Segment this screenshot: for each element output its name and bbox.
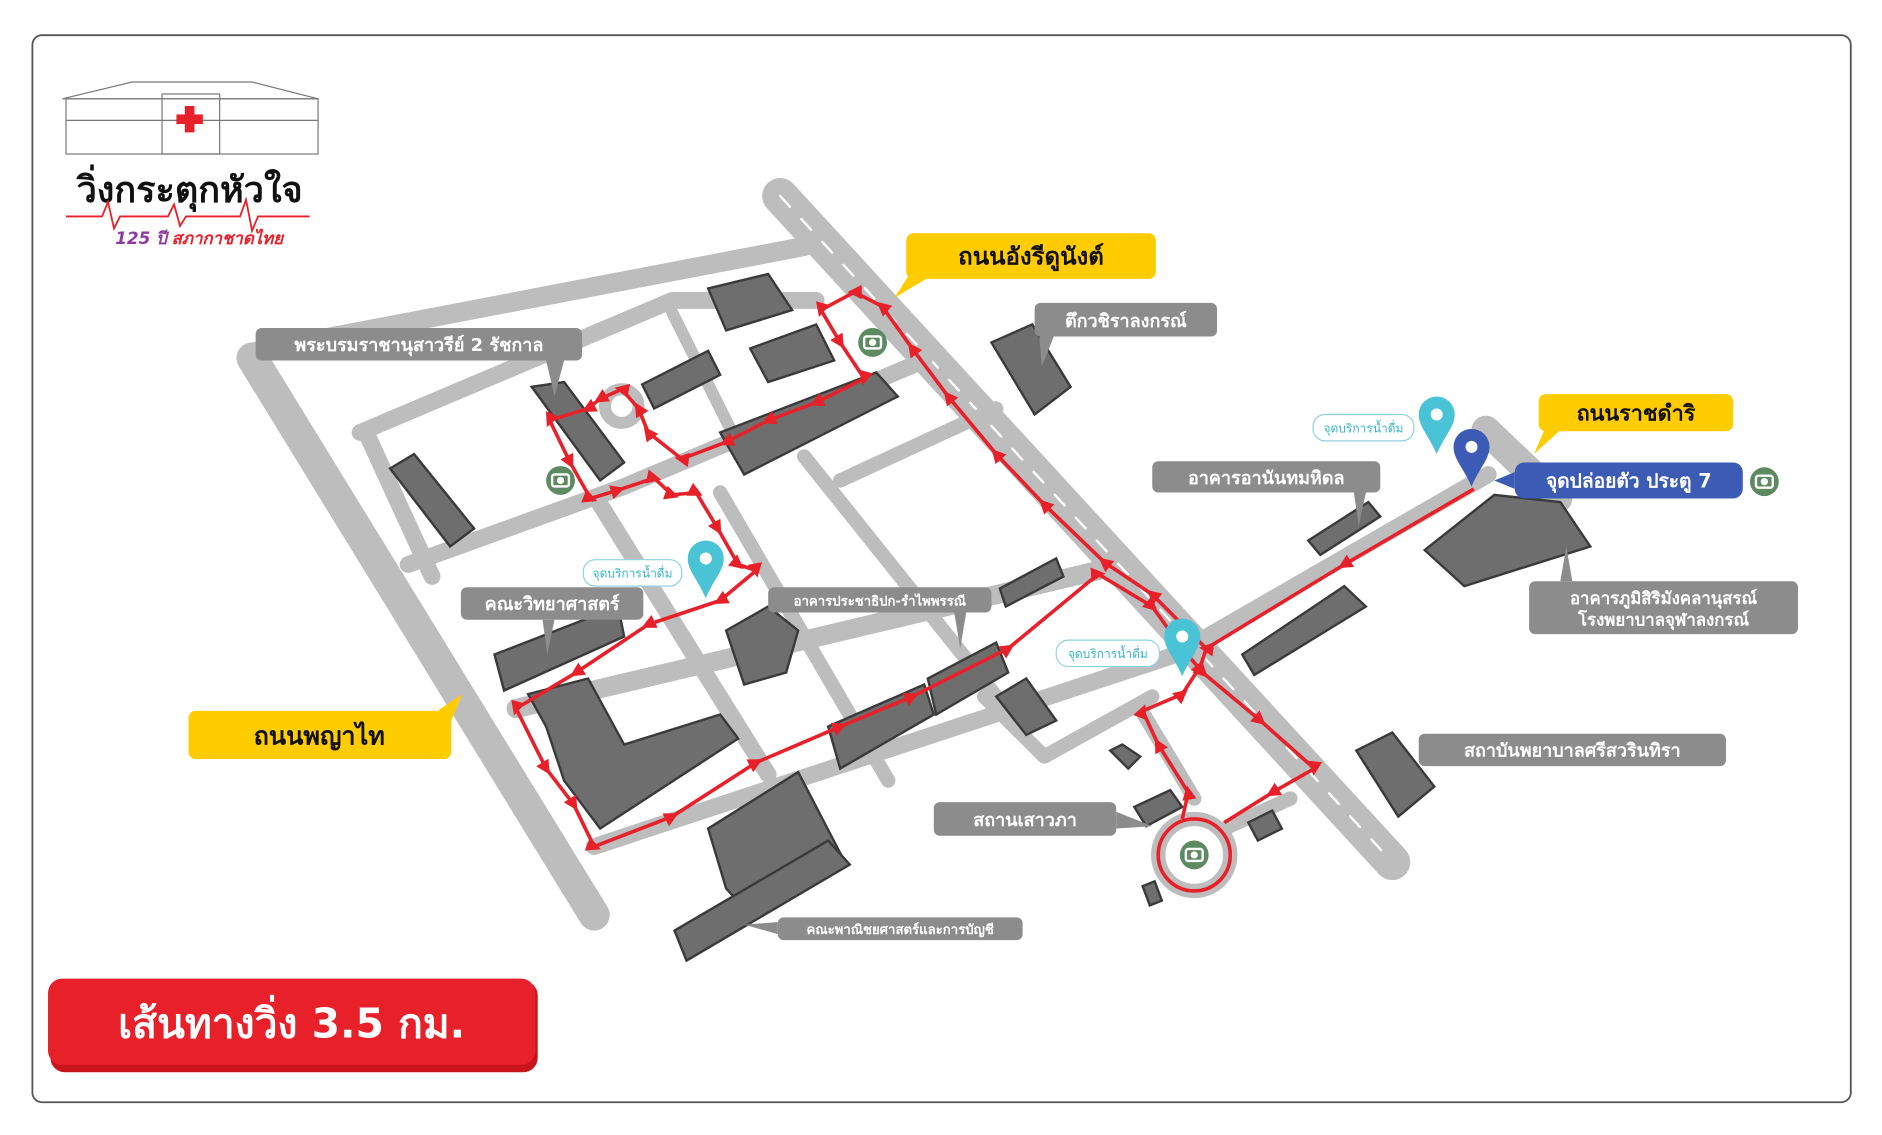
label-commerce: คณะพาณิชยศาสตร์และการบัญชี: [744, 917, 1023, 941]
svg-text:อาคารอานันทมหิดล: อาคารอานันทมหิดล: [1188, 468, 1345, 489]
route-line-return: [1133, 647, 1208, 820]
event-logo: วิ่งกระตุกหัวใจ 125 ปี สภากาชาดไทย: [62, 81, 319, 248]
logo-org: สภากาชาดไทย: [172, 228, 286, 248]
start-pin-icon: [1453, 428, 1490, 487]
water-pin-icon: [1164, 618, 1201, 677]
water-point-label: จุดบริการน้ำดื่ม: [1055, 639, 1161, 668]
svg-text:คณะวิทยาศาสตร์: คณะวิทยาศาสตร์: [485, 593, 620, 615]
label-nursing: สถาบันพยาบาลศรีสวรินทิรา: [1418, 733, 1726, 767]
svg-text:อาคารภูมิสิริมังคลานุสรณ์: อาคารภูมิสิริมังคลานุสรณ์: [1570, 588, 1758, 610]
water-pin-icon: [1418, 396, 1455, 455]
road-label-ratchadamri: ถนนราชดำริ: [1533, 394, 1734, 455]
svg-text:ถนนพญาไท: ถนนพญาไท: [254, 721, 385, 751]
label-monument: พระบรมราชานุสาวรีย์ 2 รัชกาล: [255, 328, 583, 397]
road-label-henri-dunant: ถนนอังรีดูนังต์: [894, 233, 1156, 299]
camera-icon: [546, 466, 575, 495]
label-start-gate-7: จุดปล่อยตัว ประตู 7: [1494, 462, 1743, 499]
svg-text:อาคารประชาธิปก-รำไพพรรณี: อาคารประชาธิปก-รำไพพรรณี: [794, 592, 966, 609]
route-distance-title: เส้นทางวิ่ง 3.5 กม.: [118, 994, 465, 1047]
svg-text:ตึกวชิราลงกรณ์: ตึกวชิราลงกรณ์: [1065, 310, 1187, 332]
svg-text:ถนนราชดำริ: ถนนราชดำริ: [1577, 401, 1696, 426]
label-bhumisiri: อาคารภูมิสิริมังคลานุสรณ์โรงพยาบาลจุฬาลง…: [1529, 546, 1798, 635]
logo-title: วิ่งกระตุกหัวใจ: [76, 164, 303, 213]
heartbeat-line: [66, 196, 310, 234]
building: [1141, 879, 1164, 907]
building-commerce-wing: [673, 839, 852, 963]
label-science: คณะวิทยาศาสตร์: [460, 587, 644, 655]
label-saovabha: สถานเสาวภา: [933, 802, 1153, 836]
road-label-phaya-thai: ถนนพญาไท: [188, 694, 463, 759]
svg-text:พระบรมราชานุสาวรีย์ 2 รัชกาล: พระบรมราชานุสาวรีย์ 2 รัชกาล: [294, 334, 543, 357]
route-line: [511, 284, 1475, 851]
water-point-label: จุดบริการน้ำดื่ม: [582, 559, 683, 587]
map-frame: [31, 34, 1852, 1104]
label-vachiralongkorn: ตึกวชิราลงกรณ์: [1034, 302, 1218, 367]
label-prajadhipok: อาคารประชาธิปก-รำไพพรรณี: [768, 587, 992, 649]
svg-text:จุดบริการน้ำดื่ม: จุดบริการน้ำดื่ม: [1068, 645, 1148, 662]
svg-text:จุดบริการน้ำดื่ม: จุดบริการน้ำดื่ม: [1323, 419, 1403, 436]
label-ananda: อาคารอานันทมหิดล: [1152, 461, 1381, 527]
logo-years: 125 ปี: [115, 228, 170, 248]
svg-text:คณะพาณิชยศาสตร์และการบัญชี: คณะพาณิชยศาสตร์และการบัญชี: [807, 922, 994, 938]
running-route: [511, 284, 1475, 893]
svg-text:จุดปล่อยตัว ประตู 7: จุดปล่อยตัว ประตู 7: [1546, 470, 1712, 494]
svg-text:จุดบริการน้ำดื่ม: จุดบริการน้ำดื่ม: [593, 565, 673, 582]
building-bhumisiri: [1422, 493, 1593, 588]
camera-icon: [1749, 467, 1779, 497]
camera-icon: [858, 328, 887, 357]
water-pin-icon: [687, 540, 724, 599]
building-nursing: [1354, 731, 1436, 819]
water-point-label: จุดบริการน้ำดื่ม: [1312, 413, 1415, 442]
svg-text:ถนนอังรีดูนังต์: ถนนอังรีดูนังต์: [958, 242, 1104, 271]
route-roundabout-loop: [1156, 817, 1233, 893]
camera-icon: [1179, 840, 1209, 870]
svg-text:โรงพยาบาลจุฬาลงกรณ์: โรงพยาบาลจุฬาลงกรณ์: [1577, 610, 1749, 631]
svg-text:สถานเสาวภา: สถานเสาวภา: [973, 810, 1077, 831]
route-distance-banner: เส้นทางวิ่ง 3.5 กม.: [48, 978, 538, 1073]
building: [388, 452, 476, 549]
photo-spots: [546, 328, 1779, 870]
svg-text:สถาบันพยาบาลศรีสวรินทิรา: สถาบันพยาบาลศรีสวรินทิรา: [1464, 741, 1681, 762]
